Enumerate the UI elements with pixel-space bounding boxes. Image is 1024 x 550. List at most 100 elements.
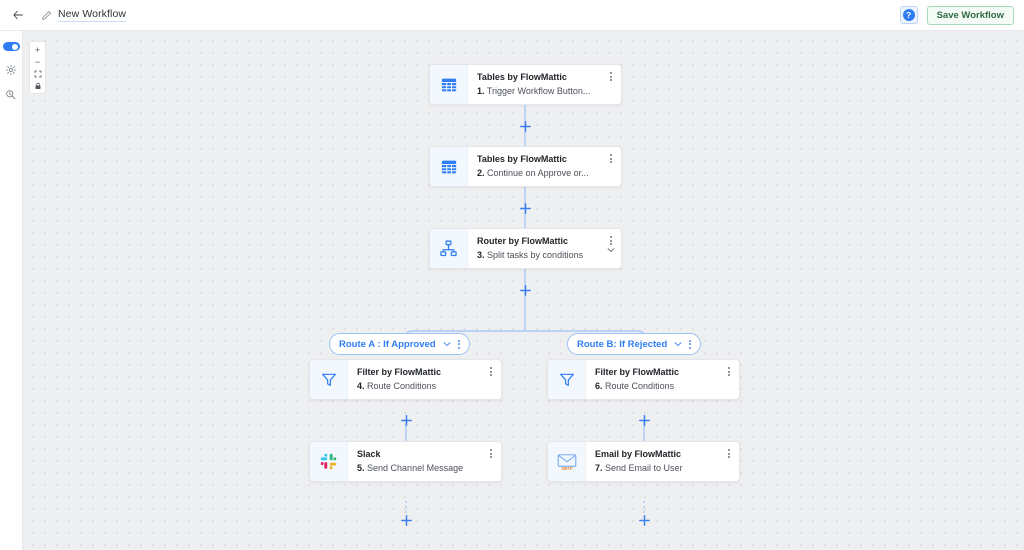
add-step-after-1[interactable] <box>519 120 532 133</box>
kebab-icon <box>490 367 492 376</box>
route-b-expand-button[interactable] <box>673 339 683 349</box>
router-icon <box>430 229 468 268</box>
node-action-label: Route Conditions <box>367 380 437 391</box>
node-text-1: Tables by FlowMattic 1. Trigger Workflow… <box>468 65 601 104</box>
node-text-6: Filter by FlowMattic 6. Route Conditions <box>586 360 719 399</box>
node-action-label: Send Email to User <box>605 462 683 473</box>
node-3-controls <box>601 229 621 268</box>
node-card-7[interactable]: SMTP Email by FlowMattic 7. Send Email t… <box>547 441 740 482</box>
node-step: 6. <box>595 380 603 391</box>
node-action: 1. Trigger Workflow Button... <box>477 85 595 98</box>
add-step-after-2[interactable] <box>519 202 532 215</box>
node-action: 6. Route Conditions <box>595 380 713 393</box>
node-action: 7. Send Email to User <box>595 462 713 475</box>
node-title: Tables by FlowMattic <box>477 72 567 83</box>
kebab-icon <box>610 236 612 245</box>
route-label-a: Route A : If Approved <box>339 338 436 350</box>
lock-canvas-button[interactable] <box>30 80 45 91</box>
lock-icon <box>35 82 40 89</box>
save-workflow-button[interactable]: Save Workflow <box>926 5 1014 25</box>
zoom-out-button[interactable]: − <box>34 56 41 67</box>
fit-view-button[interactable] <box>30 68 45 79</box>
kebab-icon <box>490 449 492 458</box>
add-step-route-a-end[interactable] <box>400 514 413 527</box>
add-step-route-a[interactable] <box>400 414 413 427</box>
node-action-label: Continue on Approve or... <box>487 167 589 178</box>
node-menu-button-5[interactable] <box>481 442 501 458</box>
node-card-2[interactable]: Tables by FlowMattic 2. Continue on Appr… <box>429 146 622 187</box>
node-menu-button-4[interactable] <box>481 360 501 376</box>
node-step: 5. <box>357 462 365 473</box>
filter-icon <box>548 360 586 399</box>
top-bar-actions: ? Save Workflow <box>899 5 1014 25</box>
zoom-controls: + − <box>29 41 46 94</box>
node-menu-button-7[interactable] <box>719 442 739 458</box>
node-title: Tables by FlowMattic <box>477 154 567 165</box>
slack-icon <box>310 442 348 481</box>
svg-text:SMTP: SMTP <box>561 466 573 471</box>
gear-icon[interactable] <box>5 64 17 76</box>
workflow-status-toggle[interactable] <box>2 42 20 51</box>
node-action-label: Route Conditions <box>605 380 675 391</box>
add-step-after-3[interactable] <box>519 284 532 297</box>
workflow-title-group[interactable]: New Workflow <box>41 8 127 22</box>
workflow-title[interactable]: New Workflow <box>58 8 127 22</box>
node-step: 3. <box>477 249 485 260</box>
node-card-6[interactable]: Filter by FlowMattic 6. Route Conditions <box>547 359 740 400</box>
node-text-7: Email by FlowMattic 7. Send Email to Use… <box>586 442 719 481</box>
node-card-3[interactable]: Router by FlowMattic 3. Split tasks by c… <box>429 228 622 269</box>
fit-screen-icon <box>34 70 41 77</box>
route-a-expand-button[interactable] <box>442 339 452 349</box>
node-text-2: Tables by FlowMattic 2. Continue on Appr… <box>468 147 601 186</box>
node-step: 2. <box>477 167 485 178</box>
chevron-down-icon <box>674 342 682 346</box>
route-label-b: Route B: If Rejected <box>577 338 668 350</box>
chevron-down-icon <box>607 248 615 252</box>
node-title: Slack <box>357 449 381 460</box>
node-expand-button-3[interactable] <box>601 245 621 263</box>
node-action-label: Split tasks by conditions <box>487 249 584 260</box>
help-button[interactable]: ? <box>899 6 918 24</box>
node-title: Filter by FlowMattic <box>595 367 680 378</box>
back-button[interactable] <box>5 2 31 28</box>
chevron-down-icon <box>443 342 450 346</box>
history-icon[interactable] <box>5 89 17 101</box>
pencil-icon <box>41 10 52 21</box>
node-action: 4. Route Conditions <box>357 380 475 393</box>
node-card-1[interactable]: Tables by FlowMattic 1. Trigger Workflow… <box>429 64 622 105</box>
node-menu-button-1[interactable] <box>601 65 621 81</box>
kebab-icon <box>610 154 612 163</box>
node-title: Router by FlowMattic <box>477 236 569 247</box>
node-action: 2. Continue on Approve or... <box>477 167 595 180</box>
top-bar: New Workflow ? Save Workflow <box>0 0 1024 31</box>
filter-icon <box>310 360 348 399</box>
node-text-3: Router by FlowMattic 3. Split tasks by c… <box>468 229 601 268</box>
kebab-icon <box>610 72 612 81</box>
node-action-label: Trigger Workflow Button... <box>486 85 591 96</box>
node-step: 1. <box>477 85 485 96</box>
kebab-icon <box>728 449 730 458</box>
table-icon <box>430 65 468 104</box>
add-step-route-b-end[interactable] <box>638 514 651 527</box>
workflow-canvas[interactable]: + − <box>23 31 1024 550</box>
node-text-5: Slack 5. Send Channel Message <box>348 442 481 481</box>
route-a-menu-button[interactable] <box>457 339 460 349</box>
arrow-left-icon <box>13 10 23 20</box>
route-pill-a[interactable]: Route A : If Approved <box>329 333 470 355</box>
add-step-route-b[interactable] <box>638 414 651 427</box>
node-step: 4. <box>357 380 365 391</box>
zoom-in-button[interactable]: + <box>34 44 41 55</box>
node-step: 7. <box>595 462 603 473</box>
route-pill-b[interactable]: Route B: If Rejected <box>567 333 702 355</box>
route-b-menu-button[interactable] <box>689 339 692 349</box>
node-menu-button-3[interactable] <box>601 229 621 245</box>
node-card-4[interactable]: Filter by FlowMattic 4. Route Conditions <box>309 359 502 400</box>
node-menu-button-2[interactable] <box>601 147 621 163</box>
node-action-label: Send Channel Message <box>367 462 464 473</box>
email-smtp-icon: SMTP <box>548 442 586 481</box>
table-icon <box>430 147 468 186</box>
node-menu-button-6[interactable] <box>719 360 739 376</box>
node-text-4: Filter by FlowMattic 4. Route Conditions <box>348 360 481 399</box>
node-card-5[interactable]: Slack 5. Send Channel Message <box>309 441 502 482</box>
